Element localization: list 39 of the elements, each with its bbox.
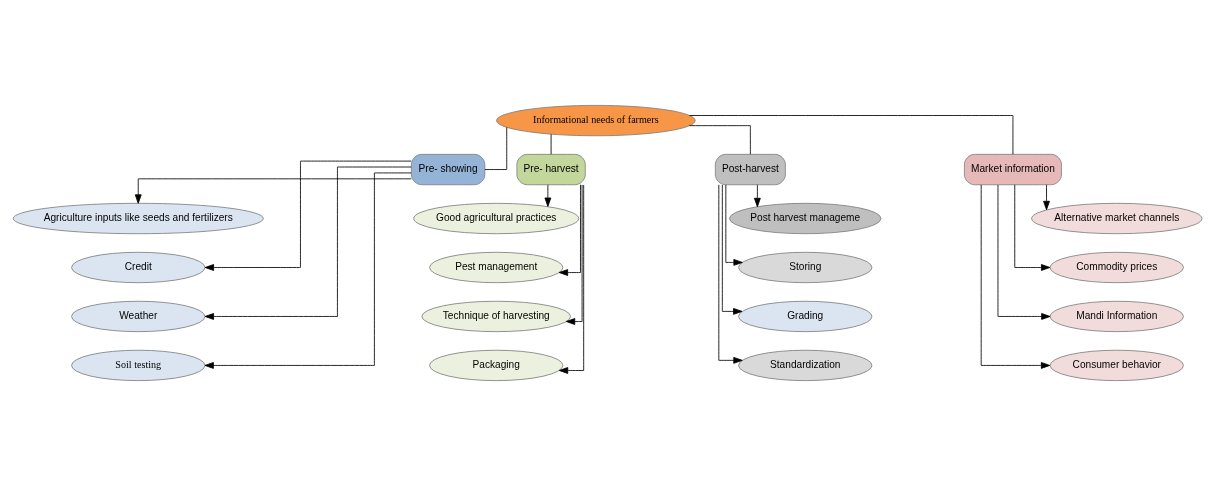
node-box: Pre- showing bbox=[410, 153, 486, 186]
arrow bbox=[204, 172, 412, 369]
arrow bbox=[725, 184, 743, 266]
arrow bbox=[565, 184, 583, 325]
arrow bbox=[718, 184, 743, 364]
node-ellipse: Agriculture inputs like seeds and fertilizers bbox=[12, 202, 264, 235]
arrow bbox=[544, 184, 552, 207]
node-box: Pre- harvest bbox=[516, 153, 586, 186]
node-ellipse: Consumer behavior bbox=[1049, 349, 1184, 382]
arrow bbox=[980, 184, 1051, 369]
node-box: Post-harvest bbox=[714, 153, 786, 186]
arrow bbox=[1043, 184, 1050, 211]
arrow bbox=[204, 160, 412, 271]
node-ellipse: Weather bbox=[71, 300, 206, 333]
connector bbox=[689, 115, 1014, 155]
node-ellipse: Commodity prices bbox=[1049, 251, 1184, 284]
node-ellipse: Mandi Information bbox=[1049, 300, 1184, 333]
node-ellipse: Post harvest manageme bbox=[729, 202, 882, 235]
node-box: Market information bbox=[963, 153, 1062, 186]
arrow bbox=[134, 178, 412, 204]
connector bbox=[689, 125, 751, 155]
node-ellipse: Good agricultural practices bbox=[413, 202, 580, 235]
arrow bbox=[754, 184, 761, 208]
node-ellipse: Soil testing bbox=[71, 349, 206, 382]
node-ellipse: Informational needs of farmers bbox=[496, 104, 696, 137]
arrow bbox=[558, 184, 585, 374]
node-ellipse: Grading bbox=[738, 300, 873, 333]
arrow bbox=[1014, 184, 1051, 271]
arrow bbox=[558, 184, 581, 276]
node-ellipse: Storing bbox=[738, 251, 873, 284]
connector bbox=[484, 126, 508, 170]
arrow bbox=[997, 184, 1051, 320]
node-ellipse: Pest management bbox=[429, 251, 564, 284]
node-ellipse: Credit bbox=[71, 251, 206, 284]
node-ellipse: Technique of harvesting bbox=[421, 300, 571, 333]
node-ellipse: Packaging bbox=[429, 349, 564, 382]
arrow bbox=[204, 166, 412, 320]
arrow bbox=[721, 184, 743, 315]
node-ellipse: Standardization bbox=[738, 349, 873, 382]
